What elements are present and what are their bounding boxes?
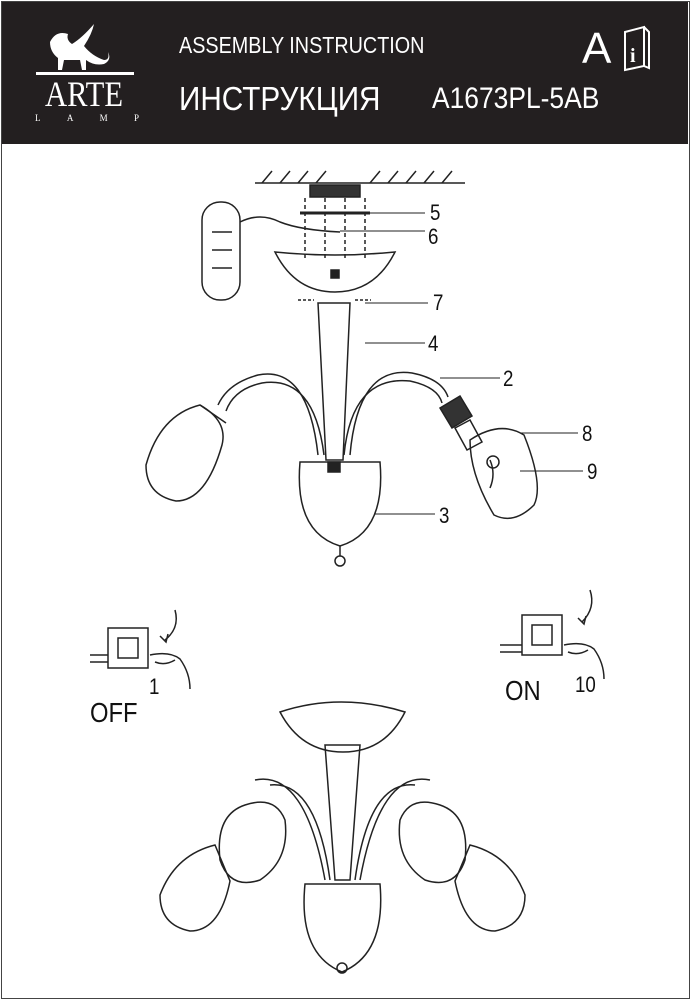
manual-book-icon: i	[624, 25, 650, 72]
switch-state-on: ON	[505, 675, 541, 706]
title-russian: ИНСТРУКЦИЯ	[179, 80, 381, 117]
language-badge: A	[582, 24, 612, 73]
step-label: 1	[149, 674, 160, 699]
part-label: 2	[503, 366, 514, 391]
brand-letter: A	[66, 113, 74, 123]
brand-letter: M	[99, 113, 108, 123]
part-label: 6	[428, 224, 439, 249]
brand-letter: P	[133, 113, 139, 123]
assembled-fixture	[159, 701, 526, 974]
ceiling-hatch	[255, 170, 465, 198]
switch-on-drawing	[500, 589, 605, 680]
part-label: 5	[430, 200, 441, 225]
griffin-logo-icon	[36, 24, 134, 75]
switch-off-drawing	[90, 609, 191, 690]
header-bar: ARTE L A M P ASSEMBLY INSTRUCTION ИНСТРУ…	[2, 2, 688, 144]
switch-state-off: OFF	[90, 697, 138, 728]
svg-text:i: i	[630, 45, 636, 67]
part-label: 3	[439, 503, 450, 528]
brand-subtitle: L A M P	[35, 113, 139, 123]
part-label: 7	[433, 290, 444, 315]
part-label: 4	[428, 331, 439, 356]
brand-letter: L	[35, 113, 41, 123]
part-label: 9	[587, 459, 598, 484]
step-label: 10	[575, 672, 596, 697]
part-label: 8	[582, 421, 593, 446]
brand-name: ARTE	[44, 74, 124, 114]
title-english: ASSEMBLY INSTRUCTION	[179, 32, 425, 58]
model-number: A1673PL-5AB	[432, 82, 600, 115]
